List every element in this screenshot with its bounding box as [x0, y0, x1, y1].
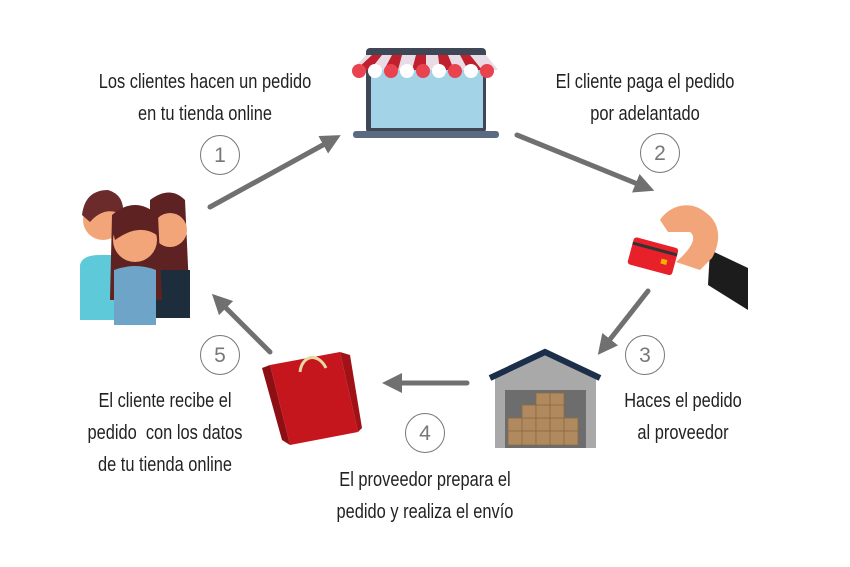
arrow-5 [211, 293, 273, 355]
step-2-text: El cliente paga el pedido por adelantado [522, 66, 768, 130]
step-2-number: 2 [640, 133, 680, 173]
step-3-line-2: al proveedor [637, 422, 729, 444]
step-1-line-2: en tu tienda online [137, 103, 273, 125]
step-2-line-2: por adelantado [590, 103, 700, 125]
step-5-line-1: El cliente recibe el [98, 390, 232, 412]
arrow-2 [514, 132, 655, 193]
step-2-line-1: El cliente paga el pedido [555, 71, 735, 93]
step-5-number: 5 [200, 335, 240, 375]
arrow-3 [597, 288, 651, 355]
online-store-laptop-icon [352, 48, 499, 138]
credit-card-payment-icon [627, 205, 748, 310]
arrow-1 [207, 135, 341, 210]
step-4-line-1: El proveedor prepara el [339, 469, 511, 491]
step-4-number: 4 [405, 413, 445, 453]
warehouse-icon [488, 348, 602, 448]
step-3-text: Haces el pedido al proveedor [601, 385, 765, 449]
step-1-text: Los clientes hacen un pedido en tu tienda… [82, 66, 328, 130]
step-4-line-2: pedido y realiza el envío [336, 501, 514, 523]
step-1-number: 1 [200, 135, 240, 175]
step-5-text: El cliente recibe el pedido con los datos… [75, 385, 255, 481]
step-3-line-1: Haces el pedido [624, 390, 742, 412]
step-4-text: El proveedor prepara el pedido y realiza … [302, 464, 548, 528]
step-3-number: 3 [625, 335, 665, 375]
step-5-line-3: de tu tienda online [97, 454, 233, 476]
step-1-line-1: Los clientes hacen un pedido [98, 71, 312, 93]
customers-group-icon [80, 190, 190, 325]
step-5-line-2: pedido con los datos [87, 422, 243, 444]
shopping-bag-icon [262, 352, 362, 445]
